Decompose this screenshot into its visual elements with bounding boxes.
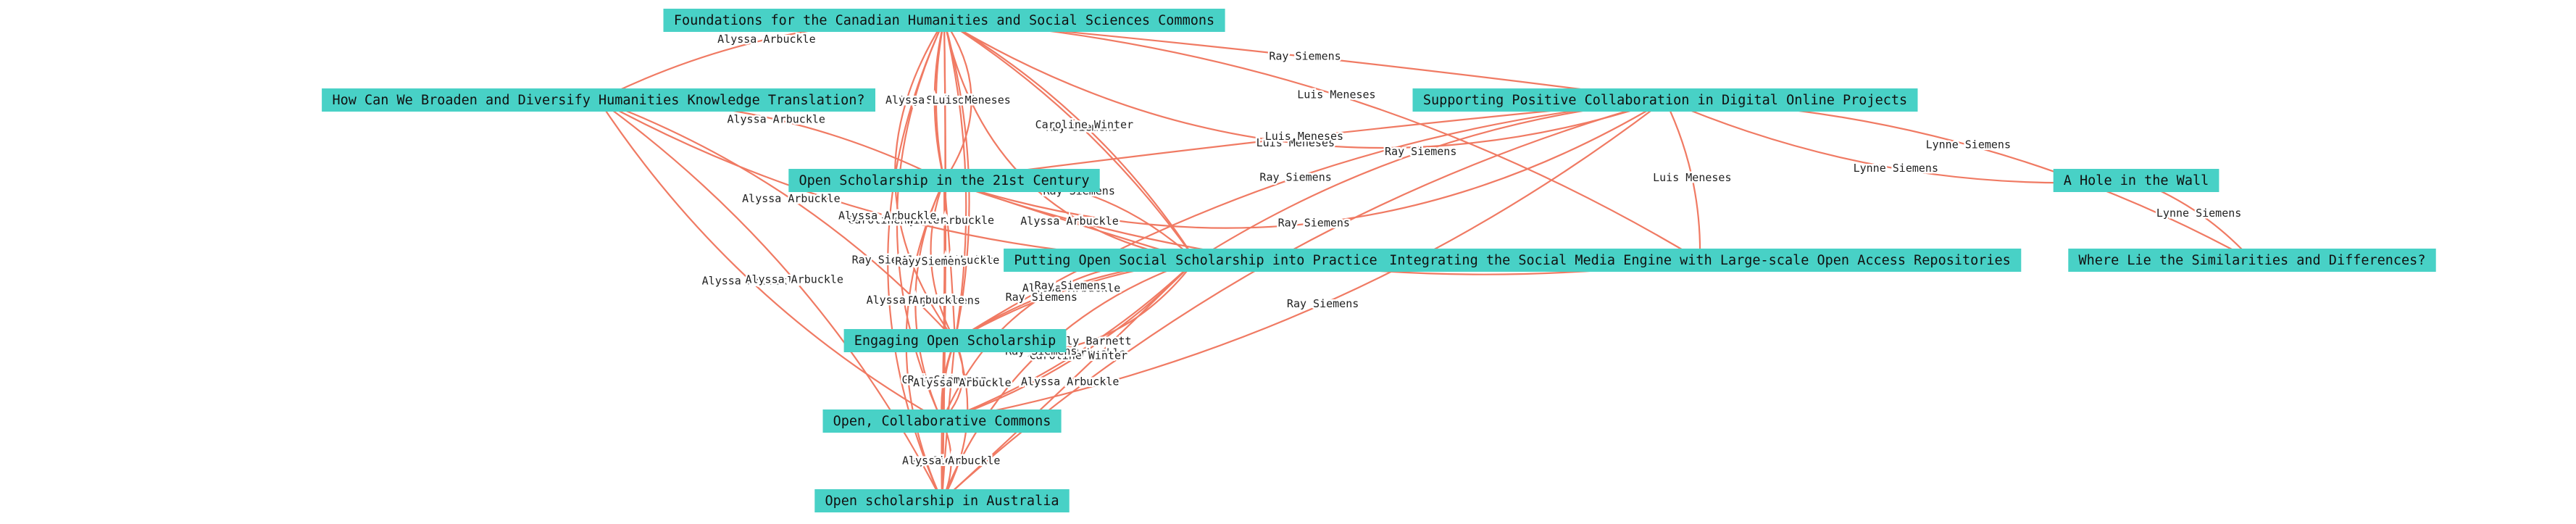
edge-foundations-open21 bbox=[933, 20, 946, 181]
edge-broaden-australia bbox=[598, 99, 943, 502]
node-box bbox=[322, 88, 876, 112]
edge-label: Ray Siemens bbox=[1035, 279, 1106, 292]
node-label: A Hole in the Wall bbox=[2064, 173, 2209, 188]
node-hole: A Hole in the Wall bbox=[2053, 169, 2219, 192]
edge-foundations-positive bbox=[943, 20, 1666, 149]
edge-practice-australia bbox=[941, 259, 1196, 502]
nodes-layer: Foundations for the Canadian Humanities … bbox=[322, 9, 2436, 512]
edge-label: Alyssa Arbuckle bbox=[1022, 281, 1120, 294]
node-box bbox=[788, 169, 1100, 192]
edge-open21-engaging bbox=[943, 180, 956, 341]
node-label: Foundations for the Canadian Humanities … bbox=[674, 13, 1214, 28]
node-box bbox=[2068, 249, 2436, 272]
edge-label: Ray Siemens bbox=[1269, 50, 1341, 63]
node-socialmedia: Integrating the Social Media Engine with… bbox=[1378, 249, 2022, 272]
edge-label: Alyssa Arbuckle bbox=[838, 209, 936, 222]
edge-label: Alyssa Arbuckle bbox=[702, 274, 800, 287]
node-australia: Open scholarship in Australia bbox=[814, 489, 1070, 512]
edge-label: Luis Meneses bbox=[1653, 171, 1731, 184]
edge-label: Luis Meneses bbox=[1265, 130, 1343, 143]
edge-label: Alyssa Arbuckle bbox=[727, 112, 825, 125]
edge-hole-similarities bbox=[2135, 179, 2253, 261]
node-open21: Open Scholarship in the 21st Century bbox=[788, 169, 1100, 192]
edge-label: Ray Siemens bbox=[1259, 171, 1331, 184]
node-box bbox=[663, 9, 1225, 32]
edge-label: Ray Siemens bbox=[900, 93, 972, 107]
edge-open21-engaging bbox=[930, 180, 956, 341]
edge-label: Luis Meneses bbox=[1297, 88, 1375, 101]
edge-label: Alyssa Arbuckle bbox=[901, 254, 999, 267]
node-label: Putting Open Social Scholarship into Pra… bbox=[1014, 253, 1377, 268]
node-practice: Putting Open Social Scholarship into Pra… bbox=[1004, 249, 1388, 272]
node-engaging: Engaging Open Scholarship bbox=[843, 329, 1067, 352]
edge-label: Ray Siemens bbox=[1278, 216, 1350, 229]
edge-foundations-practice bbox=[943, 20, 1196, 261]
edge-positive-commons bbox=[941, 99, 1666, 423]
edge-label: Alyssa Arbuckle bbox=[885, 93, 983, 107]
edge-label: Graham Jensen bbox=[902, 373, 987, 386]
edge-label: Alyssa Arbuckle bbox=[745, 273, 843, 286]
edge-label: Ray Siemens bbox=[1385, 145, 1456, 158]
edge-label: Alyssa Arbuckle bbox=[1021, 375, 1119, 388]
edge-broaden-engaging bbox=[598, 99, 956, 341]
edge-label: Alyssa Arbuckle bbox=[867, 294, 964, 307]
edge-positive-engaging bbox=[954, 99, 1666, 341]
edge-label: Alyssa Arbuckle bbox=[896, 254, 994, 267]
node-label: How Can We Broaden and Diversify Humanit… bbox=[332, 93, 864, 108]
edge-foundations-socialmedia bbox=[943, 19, 1701, 261]
edge-label: Alyssa Arbuckle bbox=[717, 33, 815, 46]
node-label: Supporting Positive Collaboration in Dig… bbox=[1423, 93, 1907, 108]
edge-label: Lynne Siemens bbox=[2156, 207, 2241, 220]
edge-label: Lynne Siemens bbox=[1854, 162, 1938, 175]
edge-label: Alyssa Arbuckle bbox=[742, 192, 840, 205]
edge-label: Tully Barnett bbox=[1046, 334, 1131, 347]
edge-label: Alyssa Arbuckle bbox=[913, 376, 1011, 389]
node-box bbox=[822, 409, 1062, 433]
edge-label: Ray Siemens bbox=[906, 454, 978, 467]
edge-practice-commons bbox=[941, 259, 1196, 423]
edge-label: Alyssa Arbuckle bbox=[1020, 215, 1118, 228]
edge-broaden-commons bbox=[598, 99, 943, 422]
edge-positive-open21 bbox=[943, 99, 1666, 229]
node-label: Open, Collaborative Commons bbox=[833, 414, 1051, 429]
edge-label: Alyssa Arbuckle bbox=[902, 454, 1000, 467]
node-box bbox=[1378, 249, 2022, 272]
edge-label: Alyssa Arbuckle bbox=[896, 214, 994, 227]
node-label: Where Lie the Similarities and Differenc… bbox=[2079, 253, 2426, 268]
node-label: Integrating the Social Media Engine with… bbox=[1389, 253, 2011, 268]
node-label: Engaging Open Scholarship bbox=[854, 333, 1056, 349]
edge-label: Lynne Siemens bbox=[1926, 138, 2011, 151]
edge-label: Luis Meneses bbox=[932, 93, 1010, 107]
edge-label: Ray Siemens bbox=[1006, 291, 1077, 304]
node-positive: Supporting Positive Collaboration in Dig… bbox=[1412, 88, 1918, 112]
edge-label: Ray Siemens bbox=[1287, 297, 1359, 310]
node-box bbox=[843, 329, 1067, 352]
edge-foundations-practice bbox=[943, 20, 1196, 261]
edge-label: Ray Siemens bbox=[1046, 121, 1117, 134]
edge-label: Caroline Winter bbox=[848, 214, 946, 227]
node-label: Open scholarship in Australia bbox=[825, 494, 1059, 509]
node-label: Open Scholarship in the 21st Century bbox=[799, 173, 1090, 188]
node-box bbox=[1412, 88, 1918, 112]
edge-positive-socialmedia bbox=[1664, 99, 1701, 261]
node-box bbox=[1004, 249, 1388, 272]
node-similarities: Where Lie the Similarities and Differenc… bbox=[2068, 249, 2436, 272]
edge-label: Caroline Winter bbox=[1035, 118, 1133, 131]
edge-label: Ray Siemens bbox=[908, 373, 980, 386]
node-box bbox=[2053, 169, 2219, 192]
edge-label: Ray Siemens bbox=[895, 255, 967, 268]
node-box bbox=[814, 489, 1070, 512]
node-broaden: How Can We Broaden and Diversify Humanit… bbox=[322, 88, 876, 112]
node-foundations: Foundations for the Canadian Humanities … bbox=[663, 9, 1225, 32]
edge-label: Luis Meneses bbox=[1256, 136, 1335, 149]
node-commons: Open, Collaborative Commons bbox=[822, 409, 1062, 433]
edge-label: Ray Siemens bbox=[852, 254, 924, 267]
edge-label: Ray Siemens bbox=[909, 294, 980, 307]
